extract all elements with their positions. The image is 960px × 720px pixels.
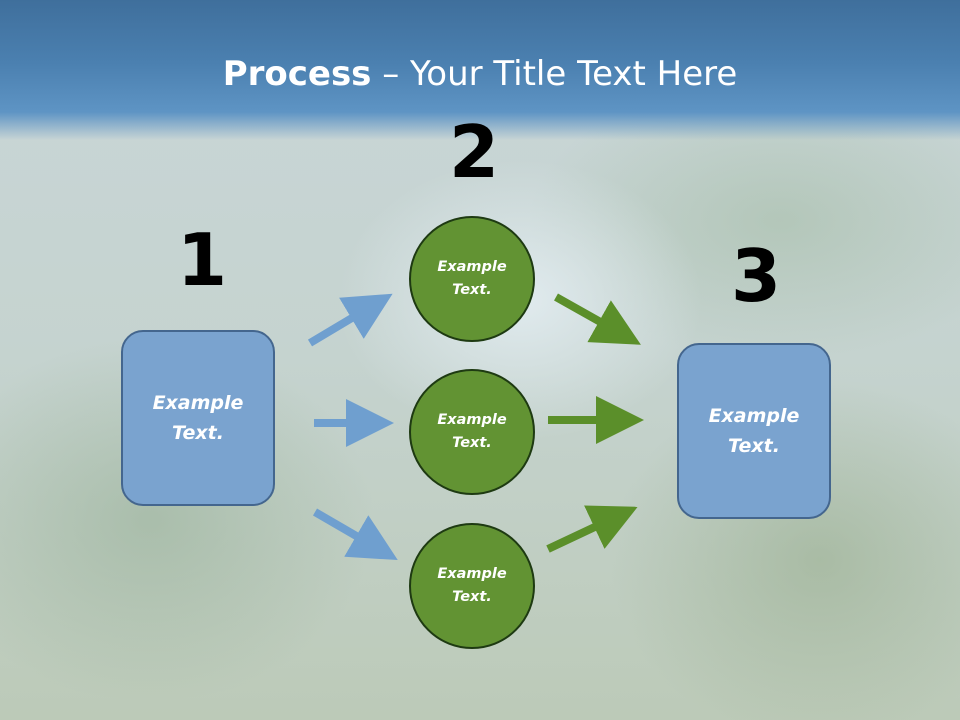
arrow-left-to-bottom xyxy=(312,508,398,561)
title-bold: Process xyxy=(222,54,372,94)
circle-middle-text: Example Text. xyxy=(437,412,507,451)
step-number-2: 2 xyxy=(449,110,500,194)
title-banner xyxy=(0,0,960,140)
arrow-top-to-right xyxy=(554,293,641,345)
arrow-bottom-to-right xyxy=(546,505,638,553)
circle-top[interactable]: Example Text. xyxy=(409,216,535,342)
arrow-left-to-top xyxy=(307,293,393,347)
left-process-box[interactable]: Example Text. xyxy=(121,330,275,506)
circle-top-text: Example Text. xyxy=(437,259,507,298)
step-number-1: 1 xyxy=(177,218,228,302)
circle-bottom-text: Example Text. xyxy=(437,566,507,605)
circle-middle[interactable]: Example Text. xyxy=(409,369,535,495)
right-process-box[interactable]: Example Text. xyxy=(677,343,831,519)
step-number-3: 3 xyxy=(731,234,782,318)
left-box-text: Example Text. xyxy=(152,392,244,444)
slide-title: Process – Your Title Text Here xyxy=(0,52,960,96)
right-box-text: Example Text. xyxy=(708,405,800,457)
circle-bottom[interactable]: Example Text. xyxy=(409,523,535,649)
title-rest: – Your Title Text Here xyxy=(371,54,738,94)
